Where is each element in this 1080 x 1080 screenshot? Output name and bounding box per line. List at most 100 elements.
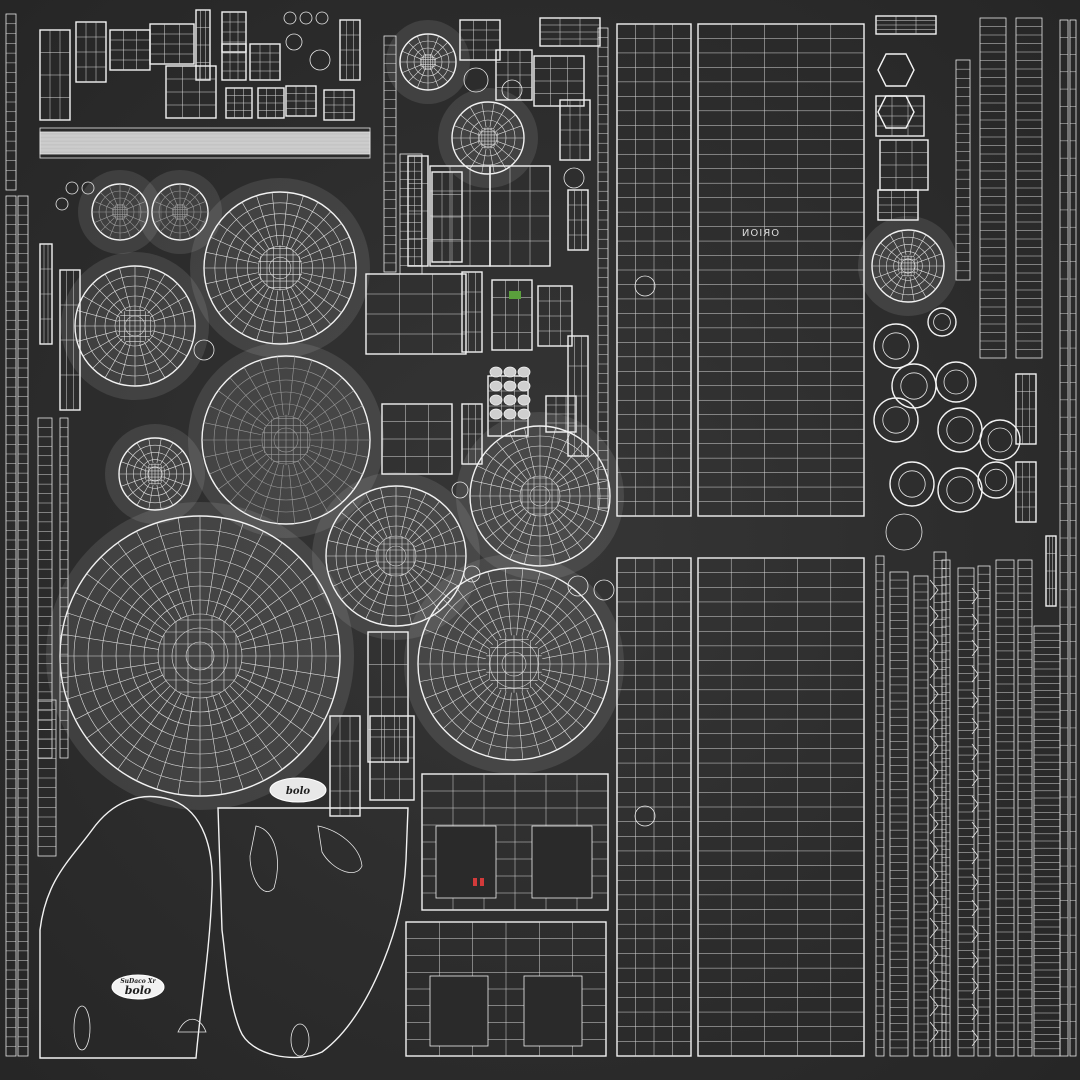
panel-wide-bottom <box>697 557 865 1057</box>
shell-hole <box>249 825 278 892</box>
tooth <box>971 769 979 787</box>
strip-right-tall-a <box>979 17 1007 359</box>
tooth <box>971 691 979 709</box>
keypad-key <box>503 408 517 420</box>
dome-lit <box>188 342 384 538</box>
strip-right-8 <box>1017 559 1033 1057</box>
small-round-part <box>885 513 923 551</box>
panel-narrow-bottom <box>616 557 692 1057</box>
tooth <box>971 1029 979 1047</box>
strip-left-c <box>37 699 57 857</box>
red-marker <box>473 878 477 886</box>
part-island-12 <box>323 89 355 121</box>
part-island-1 <box>75 21 107 83</box>
strip-right-tall-b <box>1015 17 1043 359</box>
ring-island <box>935 361 977 403</box>
strip-right-1 <box>889 571 909 1057</box>
strip-right-2 <box>913 575 929 1057</box>
small-round-part <box>81 181 95 195</box>
tooth <box>929 709 939 731</box>
small-round-part <box>501 79 523 101</box>
strip-right-3 <box>933 551 947 1057</box>
keypad-key <box>503 394 517 406</box>
hex-cap <box>877 95 915 129</box>
tooth <box>929 579 939 601</box>
tooth <box>971 717 979 735</box>
strip-right-9 <box>1033 625 1061 1057</box>
small-round-part <box>55 197 69 211</box>
strip-right-7 <box>995 559 1015 1057</box>
small-part-islands <box>39 9 1057 1047</box>
part-island-6 <box>221 43 247 81</box>
strip-right-wave <box>955 59 971 281</box>
organic-shell-islands <box>39 795 409 1059</box>
tooth <box>971 873 979 891</box>
small-round-part <box>193 339 215 361</box>
tooth <box>971 613 979 631</box>
shell-island-left <box>39 795 213 1059</box>
tooth <box>971 925 979 943</box>
dome-small-right <box>858 216 958 316</box>
tooth <box>929 631 939 653</box>
tooth <box>971 639 979 657</box>
dome-cup <box>61 252 209 400</box>
small-round-part <box>283 11 297 25</box>
part-island-18 <box>559 99 591 161</box>
part-island-34 <box>329 715 361 817</box>
part-island-39 <box>879 139 929 191</box>
part-island-40 <box>877 189 919 221</box>
part-island-13 <box>339 19 361 81</box>
strip-center-right <box>597 27 609 509</box>
small-round-part <box>299 11 313 25</box>
part-island-26 <box>537 285 573 347</box>
tooth <box>929 943 939 965</box>
strip-far-left <box>5 195 17 1057</box>
small-round-part <box>315 11 329 25</box>
part-island-17 <box>539 17 601 47</box>
part-island-3 <box>149 23 195 65</box>
keypad-key <box>503 380 517 392</box>
part-island-23 <box>365 273 467 355</box>
tooth <box>971 743 979 761</box>
tooth <box>929 683 939 705</box>
strip-right-10 <box>1059 19 1069 1057</box>
ring-island <box>891 363 937 409</box>
part-island-37 <box>875 15 937 35</box>
part-island-0 <box>39 29 71 121</box>
part-island-31 <box>567 335 589 457</box>
strip-top-left <box>5 13 17 191</box>
ring-island <box>977 461 1015 499</box>
shell-island-right <box>217 807 409 1059</box>
tooth <box>929 735 939 757</box>
strip-left-b <box>59 417 69 759</box>
tooth <box>971 821 979 839</box>
part-island-8 <box>165 65 217 119</box>
small-brand-badge: bolo <box>269 777 327 803</box>
strip-horizontal-top <box>39 131 371 155</box>
strip-right-5 <box>957 567 975 1057</box>
tooth <box>929 813 939 835</box>
flower-left <box>78 170 162 254</box>
part-island-43 <box>1045 535 1057 607</box>
small-round-part <box>451 481 469 499</box>
part-island-5 <box>221 11 247 53</box>
tooth <box>971 1003 979 1021</box>
strip-far-left-2 <box>17 195 29 1057</box>
small-round-part <box>309 49 331 71</box>
dome-ring-left <box>105 424 205 524</box>
tooth <box>971 899 979 917</box>
round-wireframe-islands <box>46 20 1021 810</box>
strip-center-a <box>383 35 397 273</box>
small-round-part <box>65 181 79 195</box>
ring-island <box>873 323 919 369</box>
part-island-42 <box>1015 461 1037 523</box>
ring-island <box>937 407 983 453</box>
strip-right-0 <box>875 555 885 1057</box>
small-round-part <box>285 33 303 51</box>
keypad-key <box>517 408 531 420</box>
strip-center-b <box>399 153 423 275</box>
part-island-25 <box>491 279 533 351</box>
flower-right <box>138 170 222 254</box>
